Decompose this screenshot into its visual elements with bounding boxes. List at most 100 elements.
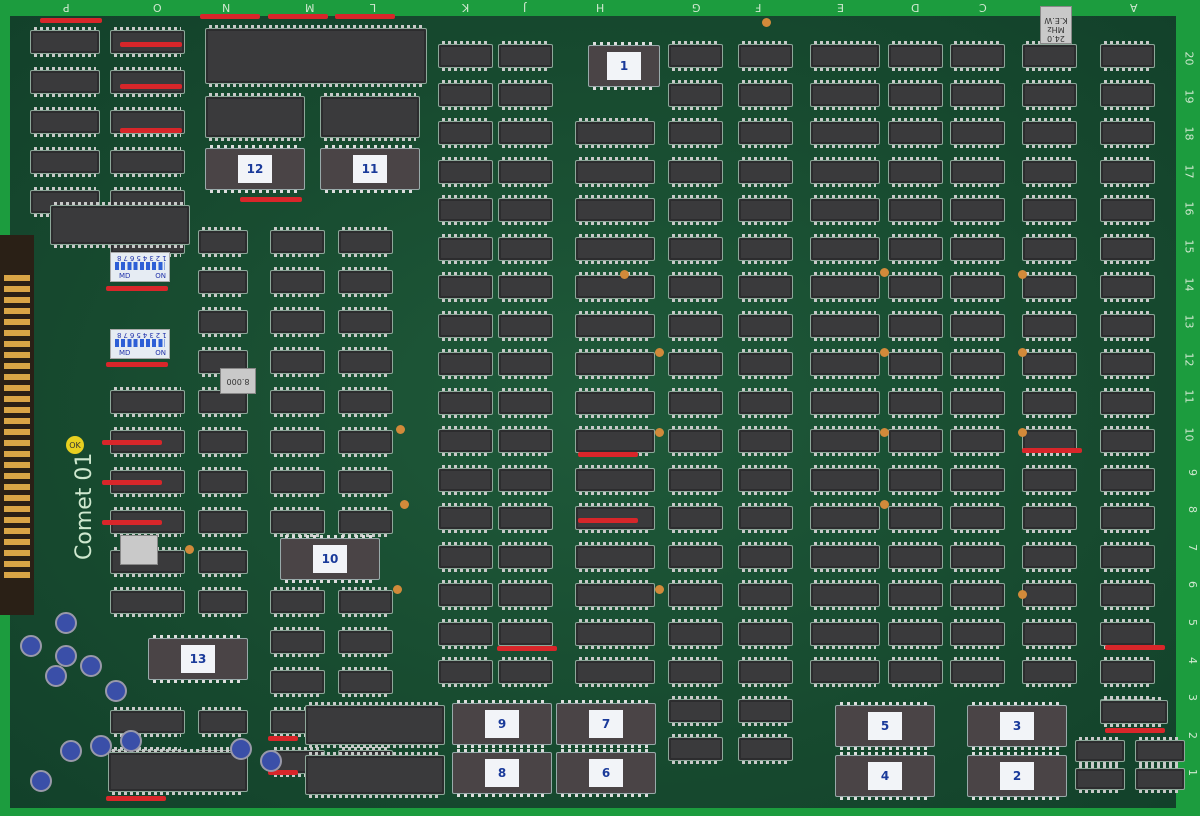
electrolytic-capacitor [260,750,282,772]
logic-chip [438,618,493,649]
row-label: 10 [1182,427,1196,442]
logic-chip [575,618,655,649]
logic-chip [1022,657,1077,687]
logic-chip [498,503,553,533]
logic-chip [738,734,793,764]
red-marker [102,480,162,485]
logic-chip [888,387,943,418]
ceramic-capacitor [880,268,889,277]
logic-chip [1135,737,1185,765]
gold-finger [4,286,30,292]
logic-chip [738,541,793,572]
logic-chip [888,310,943,341]
logic-chip [575,657,655,687]
logic-chip [498,156,553,187]
ceramic-capacitor [185,545,194,554]
logic-chip [888,618,943,649]
logic-chip [498,79,553,110]
logic-chip [198,427,248,457]
logic-chip [888,503,943,533]
gold-finger [4,341,30,347]
eprom-label: 11 [353,155,387,183]
logic-chip [270,267,325,297]
logic-chip [498,426,553,456]
logic-chip [738,118,793,148]
logic-chip [810,618,880,649]
eprom-label: 9 [485,710,519,738]
logic-chip [270,587,325,617]
logic-chip [888,79,943,110]
gold-finger [4,462,30,468]
crystal-freq: 24.0 [1047,34,1065,43]
column-label: O [153,1,162,14]
logic-chip [668,195,723,225]
logic-chip [668,503,723,533]
logic-chip [438,233,493,264]
logic-chip [575,195,655,225]
electrolytic-capacitor [55,645,77,667]
logic-chip [888,349,943,379]
ok-sticker: OK [66,436,84,454]
logic-chip [810,464,880,495]
logic-chip [1100,657,1155,687]
logic-chip [338,587,393,617]
logic-chip [438,464,493,495]
logic-chip [738,657,793,687]
logic-chip [1100,272,1155,302]
eprom-chip: 9 [452,700,552,748]
column-label: G [692,1,701,14]
logic-chip [438,118,493,148]
gold-finger [4,495,30,501]
logic-chip [1022,233,1077,264]
logic-chip [575,541,655,572]
logic-chip [498,541,553,572]
gold-finger [4,506,30,512]
logic-chip [198,507,248,537]
logic-chip [888,41,943,71]
logic-chip [1075,765,1125,793]
logic-chip [738,310,793,341]
logic-chip [1022,118,1077,148]
dip-switch-1[interactable]: 12345678 MD ON [110,252,170,282]
eprom-chip: 4 [835,752,935,800]
red-marker [102,520,162,525]
logic-chip [270,627,325,657]
logic-chip [1135,765,1185,793]
logic-chip [270,307,325,337]
logic-chip [498,41,553,71]
logic-chip [810,195,880,225]
logic-chip [888,233,943,264]
logic-chip [110,587,185,617]
cpu-chip [205,25,427,87]
red-marker [240,197,302,202]
ceramic-capacitor [880,428,889,437]
logic-chip [950,426,1005,456]
row-label: 20 [1182,51,1196,66]
crystal-8mhz: 8.000 [220,368,256,394]
row-label: 7 [1186,543,1199,551]
logic-chip [888,580,943,610]
logic-chip [738,464,793,495]
logic-chip [438,310,493,341]
logic-chip [198,307,248,337]
dip-switch-2[interactable]: 12345678 MD ON [110,329,170,359]
logic-chip [1022,618,1077,649]
logic-chip [950,618,1005,649]
column-label: C [979,1,987,14]
logic-chip [198,227,248,257]
logic-chip [1100,79,1155,110]
large-chip [205,93,305,141]
large-chip [305,702,445,748]
dip-on-label: ON [155,272,166,280]
ceramic-capacitor [396,425,405,434]
gold-finger [4,352,30,358]
ceramic-capacitor [655,428,664,437]
logic-chip [498,272,553,302]
logic-chip [575,118,655,148]
ceramic-capacitor [1018,348,1027,357]
column-label: L [370,1,377,14]
logic-chip [438,580,493,610]
logic-chip [668,580,723,610]
electrolytic-capacitor [120,730,142,752]
